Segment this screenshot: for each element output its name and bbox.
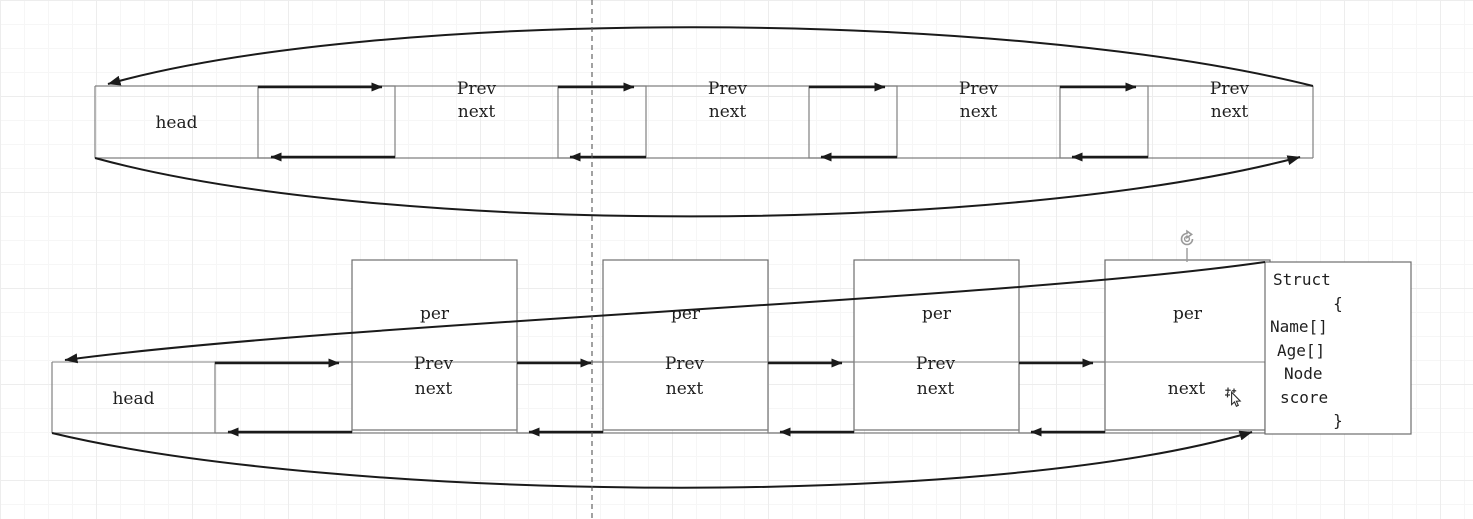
struct-line-0: Struct: [1273, 270, 1331, 289]
struct-box-outline: [1264, 261, 1412, 435]
top-pointer-cells: [257, 85, 1149, 159]
bottom-circular-links: [51, 261, 1266, 489]
struct-line-4: Node: [1284, 364, 1323, 383]
struct-line-3: Age[]: [1277, 340, 1326, 360]
top-circular-links: [94, 26, 1314, 218]
top-node-row: [94, 85, 1314, 159]
struct-line-6: }: [1333, 411, 1343, 430]
struct-line-2: Name[]: [1270, 317, 1328, 336]
struct-line-5: score: [1280, 387, 1329, 407]
struct-line-1: {: [1333, 293, 1343, 313]
rotate-icon[interactable]: [1176, 228, 1198, 250]
bottom-payload-boxes: [351, 259, 1271, 431]
move-cursor: [1224, 386, 1242, 407]
